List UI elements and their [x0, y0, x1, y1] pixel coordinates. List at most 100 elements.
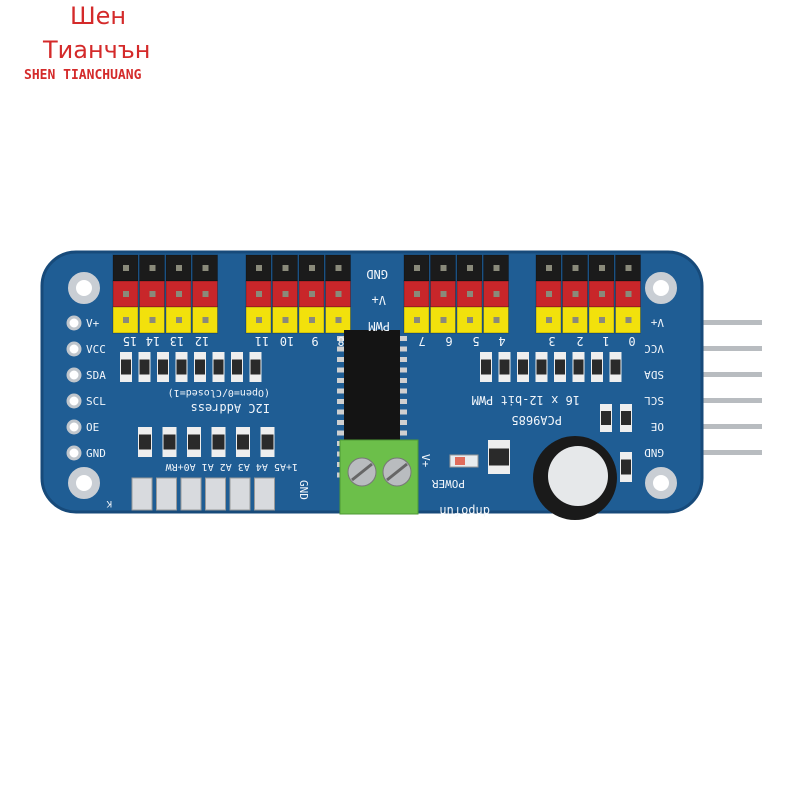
pin-tip	[493, 317, 500, 323]
pin-tip	[546, 317, 552, 323]
left-pin-pads	[66, 315, 82, 461]
pin-tip	[123, 291, 129, 297]
channel-label: 12	[195, 334, 209, 348]
left-pin-pad[interactable]	[66, 367, 82, 383]
pin-tip	[202, 317, 209, 323]
pin-tip	[149, 291, 156, 297]
channel-label: 14	[146, 334, 160, 348]
servo-headers	[112, 254, 641, 334]
pin-tip	[256, 317, 262, 323]
channel-label: 2	[576, 334, 583, 348]
address-jumper-pad[interactable]	[156, 477, 177, 511]
pin-tip	[176, 265, 182, 271]
left-pin-label: SDA	[86, 369, 106, 382]
header-pin[interactable]	[139, 306, 165, 334]
pin-tip	[414, 291, 420, 297]
pin-tip	[625, 317, 632, 323]
channel-label: 13	[170, 334, 184, 348]
pin-tip	[493, 265, 500, 271]
channel-label: 0	[628, 334, 635, 348]
pin-tip	[572, 317, 579, 323]
header-pin[interactable]	[192, 280, 218, 308]
pin-tip	[202, 291, 209, 297]
pin-tip	[335, 265, 342, 271]
pin-tip	[176, 291, 182, 297]
pin-tip	[440, 291, 447, 297]
label-gnd: GND	[366, 267, 388, 281]
right-pin-label: V+	[650, 316, 664, 329]
left-pin-label: GND	[86, 447, 106, 460]
resistor-arrays	[120, 352, 632, 511]
pin-tip	[572, 265, 579, 271]
right-pin-label: SCL	[644, 394, 664, 407]
left-pin-pad[interactable]	[66, 419, 82, 435]
header-pin[interactable]	[139, 280, 165, 308]
i2c-address-title: I2C Address	[191, 401, 270, 415]
pin-tip	[546, 265, 552, 271]
pin-tip	[625, 291, 632, 297]
header-pin-leg	[690, 398, 762, 403]
left-pin-pad[interactable]	[66, 445, 82, 461]
address-jumper-pad[interactable]	[254, 477, 275, 511]
channel-label: 10	[280, 334, 294, 348]
header-pin[interactable]	[403, 254, 430, 282]
label-pwm: PWM	[368, 319, 390, 333]
pin-tip	[467, 317, 473, 323]
channel-label: 6	[445, 334, 452, 348]
header-pin-leg	[690, 450, 762, 455]
left-pin-pad[interactable]	[66, 315, 82, 331]
pin-tip	[282, 265, 289, 271]
header-pin[interactable]	[245, 280, 272, 308]
right-pin-label: OE	[651, 420, 664, 433]
address-jumper-pad[interactable]	[131, 477, 153, 511]
pin-tip	[149, 317, 156, 323]
channel-label: 9	[311, 334, 318, 348]
pin-tip	[625, 265, 632, 271]
pin-tip	[256, 265, 262, 271]
chip-desc-label: 16 x 12-bit PWM	[472, 393, 580, 407]
pin-tip	[599, 317, 605, 323]
k-label: K	[106, 498, 112, 508]
pin-tip	[309, 317, 315, 323]
pin-tip	[414, 317, 420, 323]
pin-tip	[599, 291, 605, 297]
pin-tip	[335, 291, 342, 297]
address-jumper-pad[interactable]	[205, 477, 226, 511]
header-pin[interactable]	[562, 280, 588, 308]
pin-tip	[335, 317, 342, 323]
mounting-holes	[68, 272, 677, 499]
pin-tip	[414, 265, 420, 271]
header-pin-leg	[690, 424, 762, 429]
channel-label: 15	[123, 334, 137, 348]
channel-label: 8	[337, 334, 344, 348]
left-pin-label: SCL	[86, 395, 106, 408]
pin-tip	[440, 317, 447, 323]
address-jumper-pad[interactable]	[229, 477, 251, 511]
right-pin-label: GND	[644, 446, 664, 459]
pin-tip	[123, 317, 129, 323]
chip-name-label: PCA9685	[511, 413, 562, 427]
channel-label: 11	[255, 334, 269, 348]
pin-tip	[282, 291, 289, 297]
watermark-line-3: SHEN TIANCHUANG	[24, 68, 142, 83]
terminal-gnd-label: GND	[297, 480, 310, 500]
left-pin-pad[interactable]	[66, 341, 82, 357]
header-pin-leg	[690, 320, 762, 325]
channel-label: 3	[548, 334, 555, 348]
label-v: V+	[372, 293, 386, 307]
address-jumper-pad[interactable]	[180, 477, 202, 511]
power-label: POWER	[432, 477, 465, 490]
pin-tip	[176, 317, 182, 323]
left-pin-pad[interactable]	[66, 393, 82, 409]
pin-tip	[599, 265, 605, 271]
channel-label: 5	[472, 334, 479, 348]
pin-tip	[493, 291, 500, 297]
pin-tip	[467, 265, 473, 271]
header-pin-leg	[690, 372, 762, 377]
channel-label: 1	[602, 334, 609, 348]
pin-tip	[546, 291, 552, 297]
pin-tip	[440, 265, 447, 271]
pin-tip	[149, 265, 156, 271]
left-pin-label: V+	[86, 317, 100, 330]
